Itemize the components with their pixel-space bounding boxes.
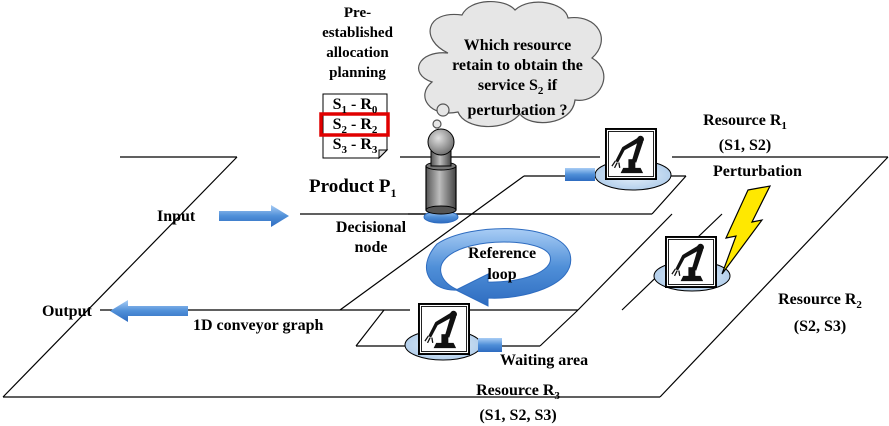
planning-heading: Pre- established allocation planning bbox=[322, 5, 393, 81]
resource-r3-station bbox=[404, 303, 502, 361]
waiting-area-label: Waiting area bbox=[500, 352, 589, 369]
perturbation-label: Perturbation bbox=[713, 163, 802, 180]
allocation-rows: S1 - R0 S2 - R2 S3 - R3 bbox=[323, 95, 387, 156]
question-cloud bbox=[418, 0, 605, 129]
resource-r2-station bbox=[653, 236, 731, 292]
conveyor-label: 1D conveyor graph bbox=[193, 317, 324, 334]
allocation-row: S3 - R3 bbox=[332, 136, 378, 157]
perturbation-bolt-icon bbox=[721, 185, 772, 275]
resource-r2-label: Resource R2 (S2, S3) bbox=[778, 291, 862, 336]
product-label: Product P1 bbox=[309, 176, 397, 200]
resource-r3-label: Resource R3 (S1, S2, S3) bbox=[476, 382, 560, 425]
allocation-row-highlighted: S2 - R2 bbox=[332, 116, 378, 137]
floor-plane-inner bbox=[100, 175, 723, 347]
output-label: Output bbox=[42, 303, 92, 320]
resource-r1-label: Resource R1 (S1, S2) bbox=[703, 112, 787, 155]
input-label: Input bbox=[157, 208, 196, 225]
allocation-row: S1 - R0 bbox=[332, 96, 378, 117]
allocation-note bbox=[319, 93, 390, 160]
reference-loop-arrow bbox=[425, 228, 572, 307]
question-text: Which resource retain to obtain the serv… bbox=[452, 37, 583, 120]
reference-loop-label: Reference loop bbox=[467, 245, 537, 283]
output-arrow bbox=[110, 300, 188, 322]
resource-r1-station bbox=[565, 128, 672, 191]
input-arrow bbox=[219, 205, 289, 227]
decisional-node-label: Decisional node bbox=[335, 219, 407, 256]
product-cylinder bbox=[425, 128, 457, 215]
